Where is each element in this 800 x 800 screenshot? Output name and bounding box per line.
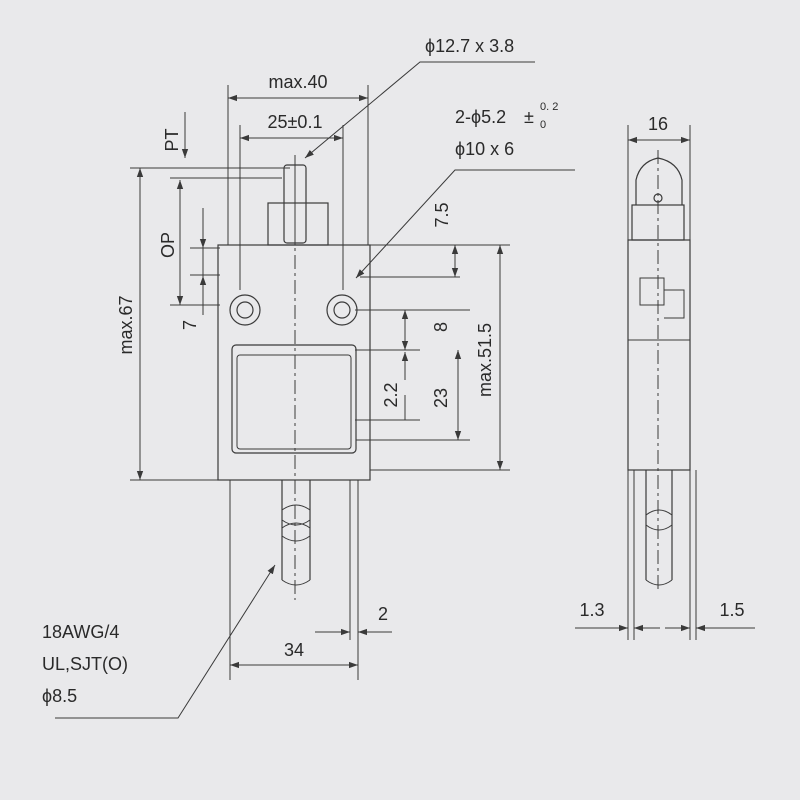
dim-7-5-label: 7.5 <box>432 202 452 227</box>
dim-2-label: 2 <box>378 604 388 624</box>
dim-8-label: 8 <box>431 322 451 332</box>
side-body <box>627 239 691 471</box>
mounting-hole-left <box>229 294 261 326</box>
body-window <box>231 344 357 454</box>
dim-hole-spacing-label: 25±0.1 <box>268 112 323 132</box>
dim-1-3-label: 1.3 <box>579 600 604 620</box>
roller-callout: ϕ12.7 x 3.8 <box>425 36 514 56</box>
holes-tol-upper: 0. 2 <box>540 101 558 113</box>
dim-34-label: 34 <box>284 640 304 660</box>
dim-max-height-label: max.67 <box>116 295 136 354</box>
dim-23-label: 23 <box>431 388 451 408</box>
side-view: 16 1.3 1.5 <box>575 114 755 640</box>
cable-spec-line-2: UL,SJT(O) <box>42 654 128 674</box>
dim-16-label: 16 <box>648 114 668 134</box>
dim-pt-label: PT <box>162 128 182 151</box>
switch-body <box>217 244 371 481</box>
dim-op-label: OP <box>158 232 178 258</box>
cable-spec-line-1: 18AWG/4 <box>42 622 119 642</box>
front-view: max.40 25±0.1 ϕ12.7 x 3.8 2-ϕ5.2 ± 0. 2 … <box>42 36 575 719</box>
dim-2-2-label: 2.2 <box>381 382 401 407</box>
holes-cbore-callout: ϕ10 x 6 <box>455 139 514 159</box>
holes-leader <box>355 169 575 279</box>
dim-max-body-label: max.51.5 <box>475 323 495 397</box>
cable <box>281 480 311 586</box>
dim-1-5-label: 1.5 <box>719 600 744 620</box>
roller-leader <box>304 61 535 159</box>
side-roller <box>635 157 683 205</box>
dim-max-width-label: max.40 <box>268 72 327 92</box>
dim-7-label: 7 <box>180 320 200 330</box>
holes-callout: 2-ϕ5.2 <box>455 107 506 127</box>
cable-leader <box>55 564 276 719</box>
cable-spec-line-3: ϕ8.5 <box>42 686 77 706</box>
holes-tol-pm: ± <box>524 107 534 127</box>
plunger <box>267 202 329 246</box>
mounting-hole-right <box>326 294 358 326</box>
holes-tol-lower: 0 <box>540 119 546 131</box>
